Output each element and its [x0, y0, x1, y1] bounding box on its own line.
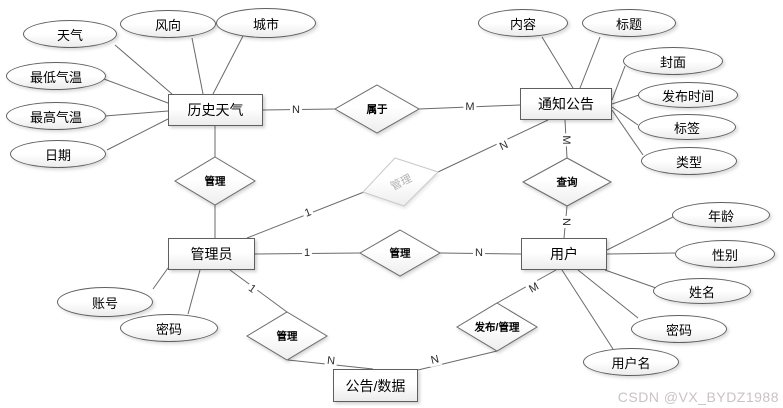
relationship-manage-user-label: 管理 [389, 247, 411, 260]
relationship-publish-manage-label: 发布/管理 [474, 321, 520, 334]
relationship-belongs-to-shape [333, 84, 421, 134]
entity-notice: 通知公告 [520, 88, 612, 120]
relationship-belongs-to-label: 属于 [366, 103, 388, 116]
attribute-max-temp: 最高气温 [6, 102, 106, 130]
attribute-password-admin: 密码 [120, 314, 218, 342]
attribute-tag: 标签 [638, 114, 736, 140]
entity-history-weather: 历史天气 [168, 94, 263, 126]
entity-user: 用户 [521, 238, 607, 270]
attribute-date: 日期 [10, 140, 106, 168]
attribute-wind-direction: 风向 [120, 10, 216, 38]
cardinality-managedata-data: N [324, 354, 338, 368]
attribute-name: 姓名 [653, 278, 751, 304]
cardinality-admin-manage: 1 [301, 247, 313, 259]
relationship-query-label: 查询 [556, 176, 578, 189]
attribute-gender: 性别 [675, 240, 775, 268]
watermark: CSDN @VX_BYDZ1988 [617, 389, 779, 405]
attribute-city: 城市 [216, 8, 316, 38]
attribute-cover: 封面 [623, 47, 723, 75]
cardinality-belongs-notice: M [463, 101, 477, 113]
relationship-manage-user-shape [358, 229, 442, 277]
cardinality-query-user: N [560, 216, 572, 228]
relationship-manage-weather-shape [174, 156, 256, 206]
relationship-manage-data-shape [246, 311, 328, 361]
cardinality-manage-user: N [473, 247, 485, 259]
cardinality-notice-query: M [560, 133, 572, 147]
relationship-publish-manage-shape [456, 302, 538, 352]
entity-admin: 管理员 [168, 238, 255, 270]
relationship-manage-notice-shape [362, 157, 439, 207]
attribute-min-temp: 最低气温 [6, 62, 106, 90]
attribute-content: 内容 [478, 9, 568, 37]
attribute-weather: 天气 [23, 20, 117, 48]
cardinality-weather-belongs: N [290, 104, 302, 116]
relationship-manage-weather-label: 管理 [204, 175, 226, 188]
attribute-publish-time: 发布时间 [638, 82, 738, 108]
attribute-username: 用户名 [583, 348, 679, 376]
attribute-type: 类型 [641, 147, 737, 175]
relationship-manage-data-label: 管理 [276, 330, 298, 343]
attribute-title: 标题 [582, 9, 676, 37]
relationship-query-shape [521, 157, 613, 207]
attribute-age: 年龄 [672, 202, 770, 228]
attribute-password-user: 密码 [631, 315, 727, 343]
attribute-account: 账号 [57, 287, 153, 317]
entity-announcement-data: 公告/数据 [333, 369, 418, 402]
